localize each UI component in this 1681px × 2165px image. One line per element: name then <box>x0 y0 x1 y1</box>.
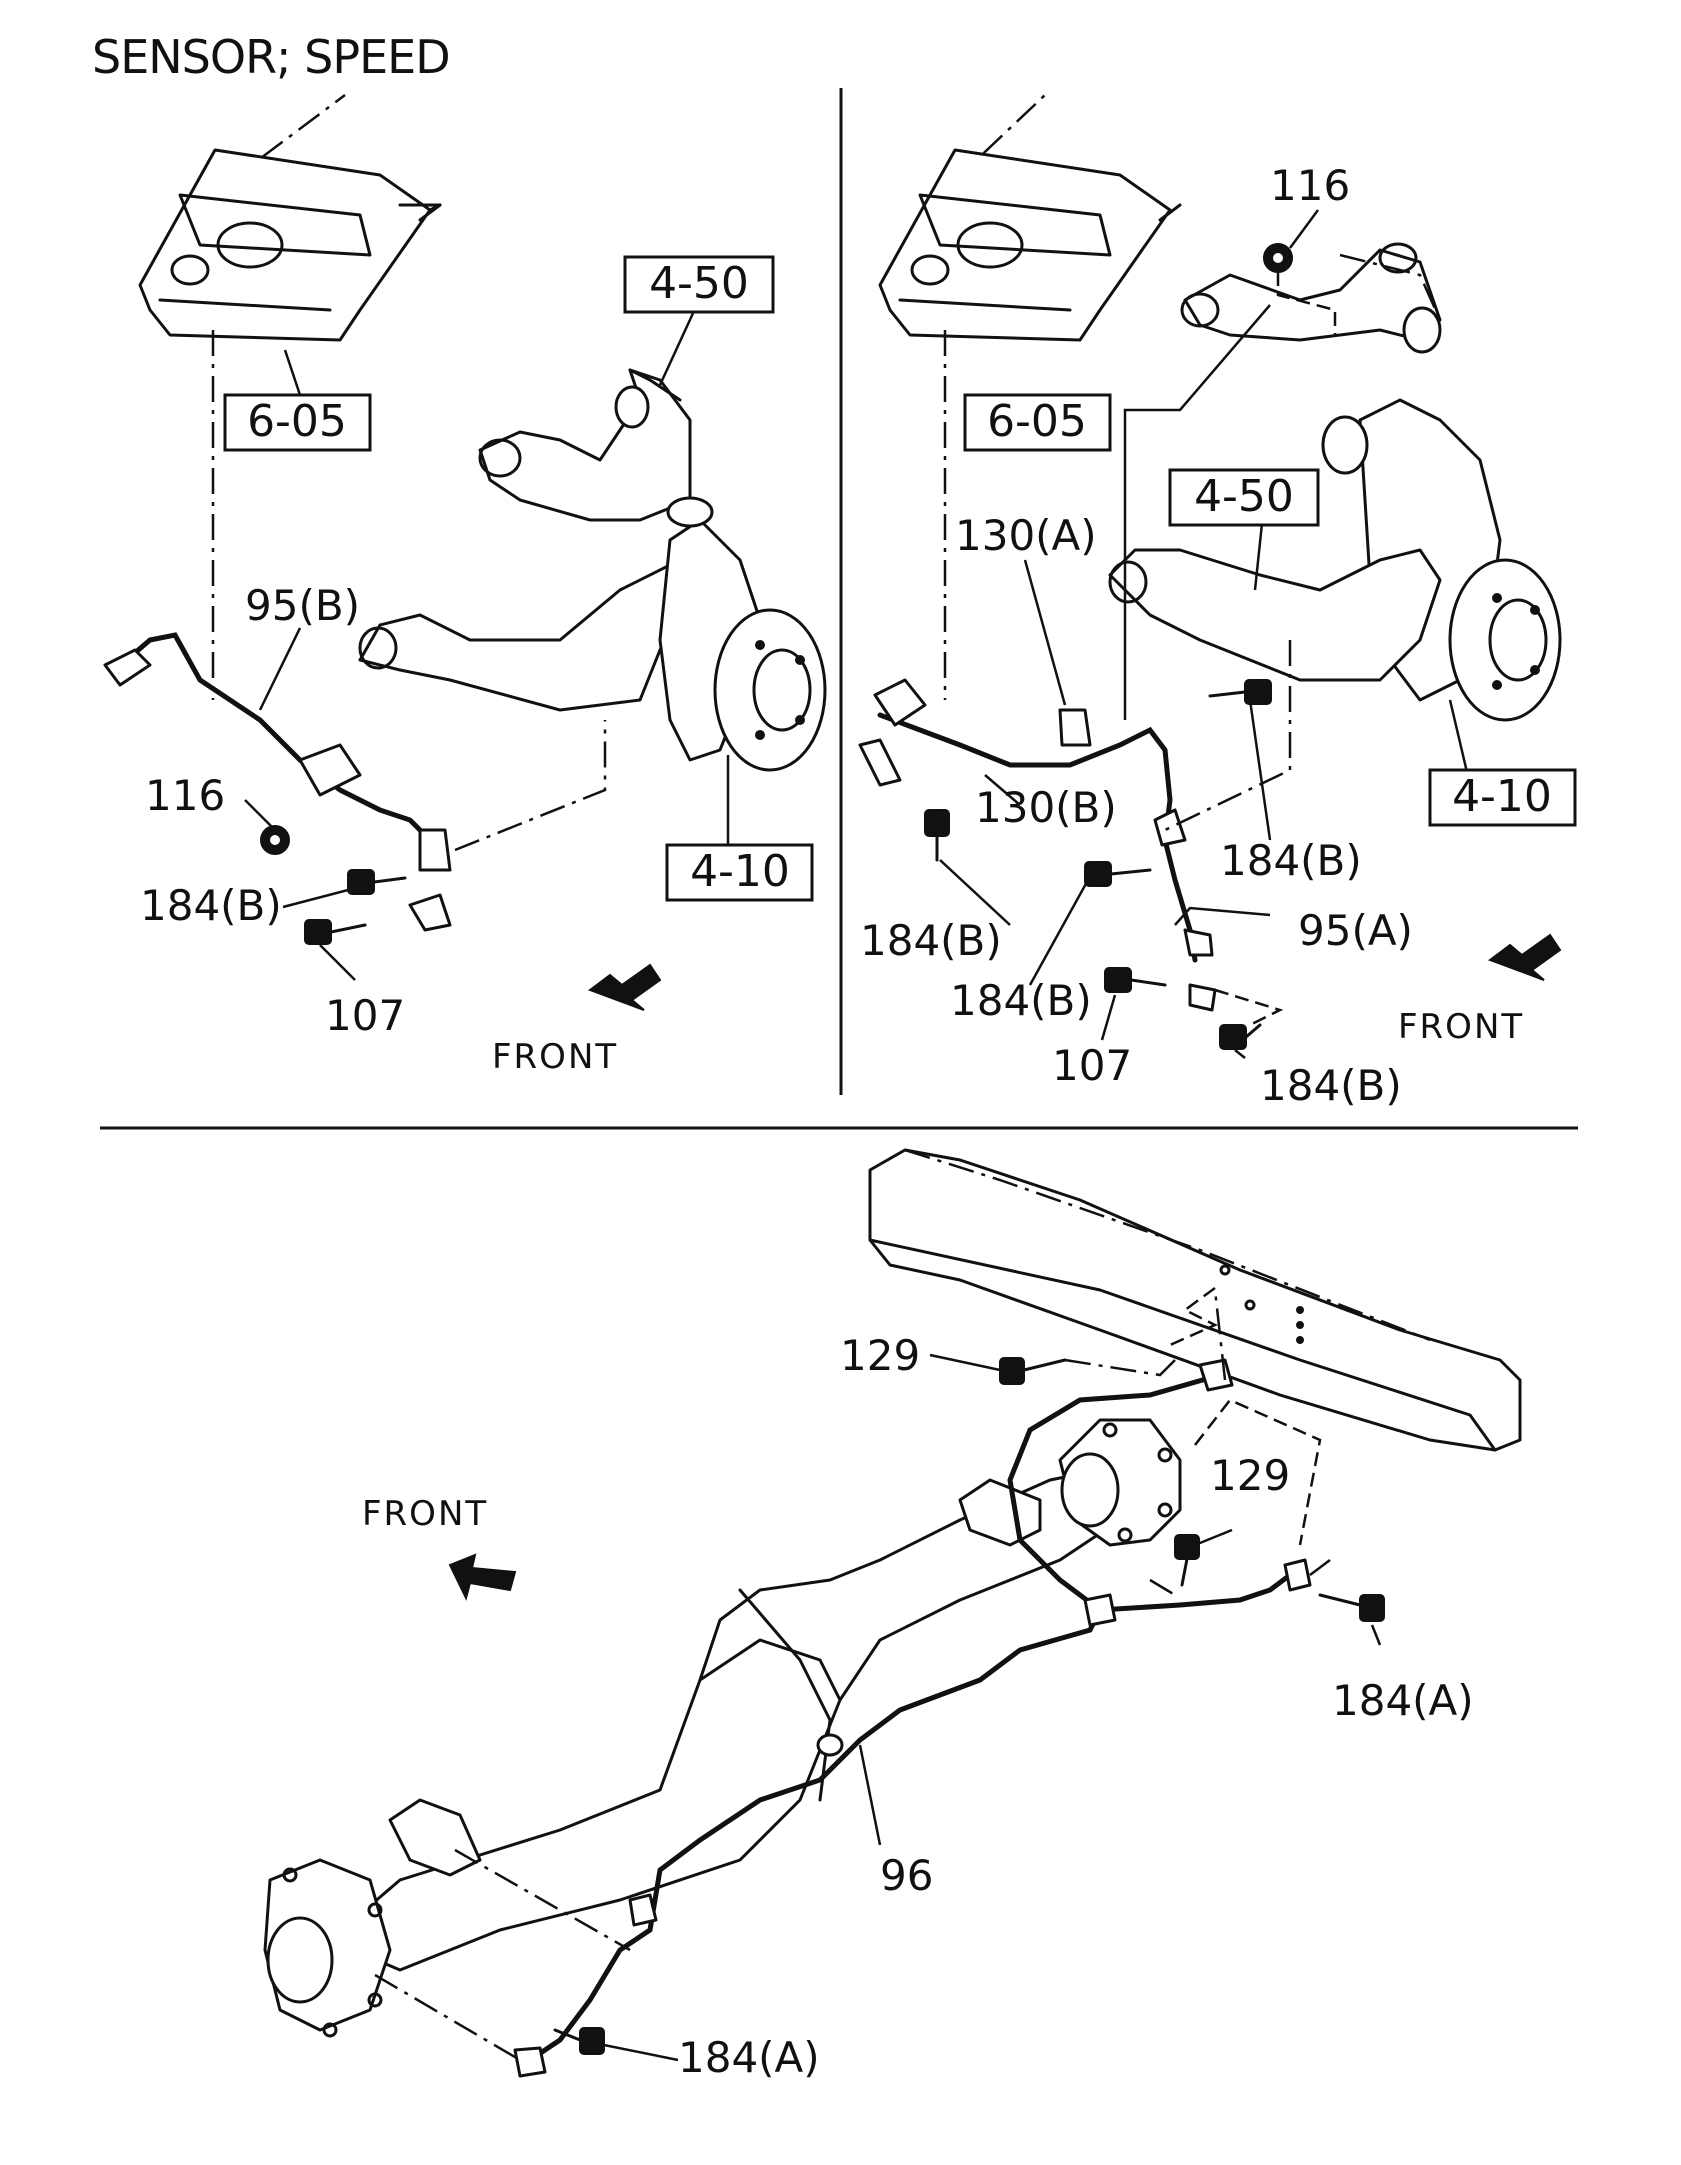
label-184b-right-b: 184(B) <box>860 916 1002 965</box>
bolt-129-upper <box>999 1357 1067 1385</box>
label-184b-right-d: 184(B) <box>1260 1061 1402 1110</box>
ref-box-605-right: 6-05 <box>963 393 1112 452</box>
ref-605-right-label: 6-05 <box>987 396 1087 447</box>
label-184a-left: 184(A) <box>678 2033 820 2082</box>
label-184b-right-c: 184(B) <box>950 976 1092 1025</box>
front-label-left: FRONT <box>492 1037 618 1077</box>
label-184b-left: 184(B) <box>140 881 282 930</box>
bolt-184b-right-mid <box>1084 861 1152 887</box>
knuckle-hub-left <box>658 496 827 772</box>
upper-arm-left <box>478 368 692 522</box>
bolt-184a-right <box>1318 1593 1385 1622</box>
front-label-rear: FRONT <box>362 1494 488 1534</box>
sensor-95a <box>858 678 1214 963</box>
bolt-107-left <box>304 919 367 945</box>
ref-605-left-label: 6-05 <box>247 396 347 447</box>
rear-hub-left <box>263 1858 392 2038</box>
ref-box-450-right: 4-50 <box>1168 468 1320 527</box>
label-129-lower: 129 <box>1210 1451 1290 1500</box>
label-130a: 130(A) <box>955 511 1097 560</box>
front-left-panel <box>103 94 827 1011</box>
ref-box-450-left: 4-50 <box>623 255 775 314</box>
rear-axle <box>328 1468 1122 1972</box>
sensor-95b <box>103 632 452 872</box>
upper-arm-right <box>1180 242 1442 354</box>
bolt-184a-left <box>553 2027 605 2055</box>
rear-hub-right <box>1058 1418 1182 1547</box>
label-96: 96 <box>880 1851 933 1900</box>
ref-410-right-label: 4-10 <box>1452 771 1552 822</box>
rear-panel <box>263 1148 1522 2078</box>
front-right-panel <box>858 94 1562 1059</box>
nut-116-right <box>1263 243 1293 273</box>
label-129-upper: 129 <box>840 1331 920 1380</box>
ref-450-right-label: 4-50 <box>1194 471 1294 522</box>
harness-96 <box>513 1358 1312 2078</box>
label-116-left: 116 <box>145 771 225 820</box>
ref-box-410-right: 4-10 <box>1428 768 1577 827</box>
bolt-184b-right-bottom <box>1219 1023 1262 1050</box>
bolt-129-lower <box>1174 1534 1200 1587</box>
front-arrow-right <box>1487 933 1562 981</box>
front-label-right: FRONT <box>1398 1007 1524 1047</box>
label-130b: 130(B) <box>975 783 1117 832</box>
front-arrow-left <box>587 963 662 1011</box>
label-107-left: 107 <box>325 991 405 1040</box>
label-95a: 95(A) <box>1298 906 1413 955</box>
bolt-184b-right-top <box>1208 679 1272 705</box>
frame-member-right <box>878 94 1182 342</box>
bolt-107-right <box>1104 967 1167 993</box>
label-184a-right: 184(A) <box>1332 1676 1474 1725</box>
frame-member-left <box>138 94 442 342</box>
ref-box-605-left: 6-05 <box>223 393 372 452</box>
label-116-right: 116 <box>1270 161 1350 210</box>
bolt-184b-right-left <box>924 809 950 862</box>
label-95b: 95(B) <box>245 581 360 630</box>
ref-410-left-label: 4-10 <box>690 846 790 897</box>
label-107-right: 107 <box>1052 1041 1132 1090</box>
front-arrow-rear <box>448 1553 517 1601</box>
bolt-184b-left <box>347 869 407 895</box>
rear-crossmember <box>868 1148 1522 1452</box>
lower-arm-left <box>358 558 702 712</box>
ref-450-left-label: 4-50 <box>649 258 749 309</box>
page-title: SENSOR; SPEED <box>92 30 451 84</box>
ref-box-410-left: 4-10 <box>665 843 814 902</box>
lower-arm-right <box>1108 548 1442 682</box>
nut-116-left <box>260 825 290 855</box>
label-184b-right-a: 184(B) <box>1220 836 1362 885</box>
